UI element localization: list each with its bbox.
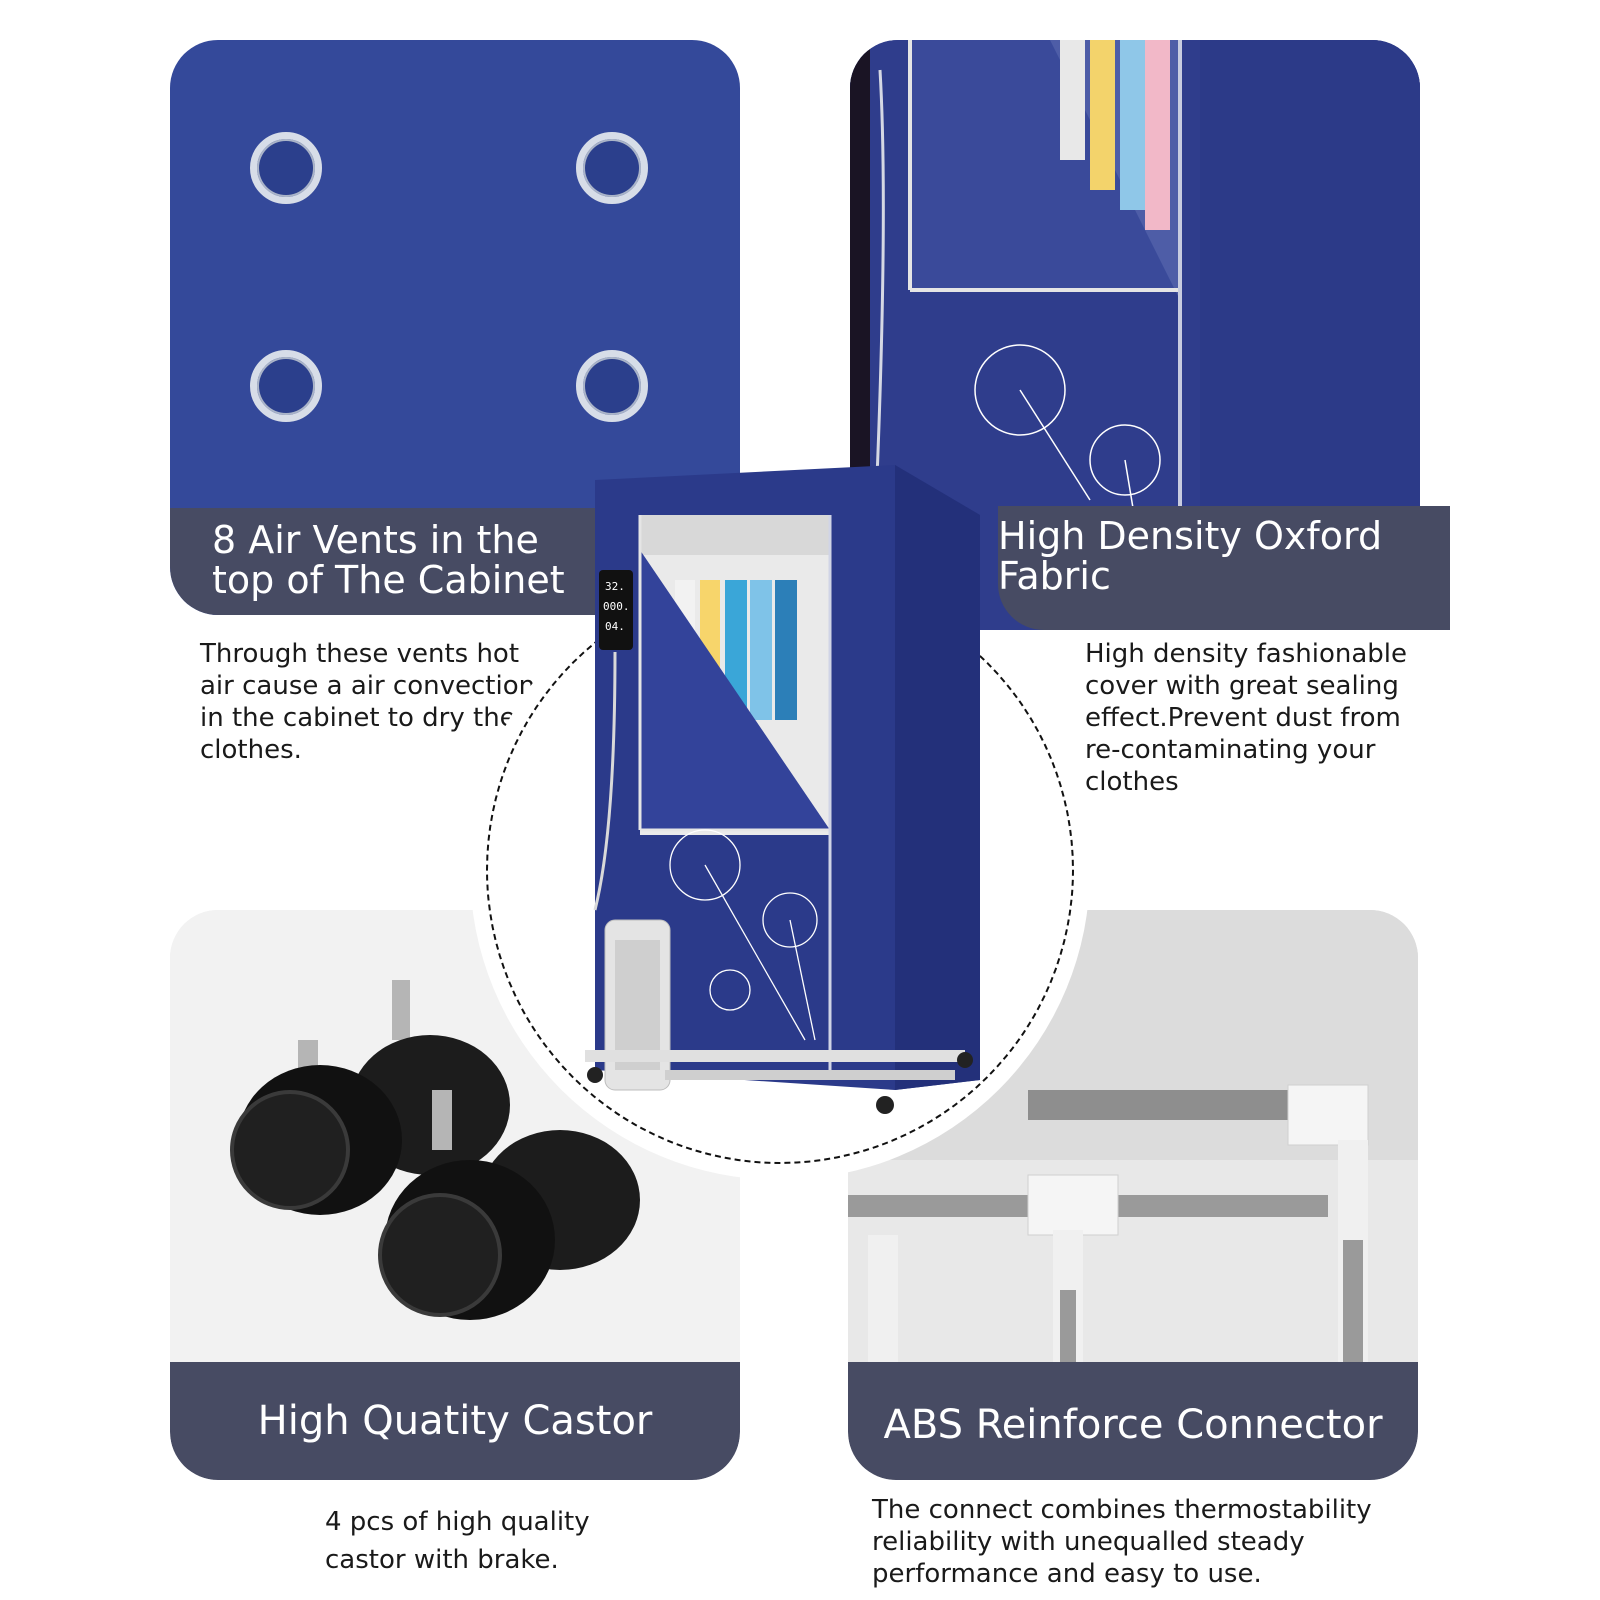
- air-vent-icon: [250, 132, 322, 204]
- connector-description: The connect combines thermostability rel…: [872, 1495, 1372, 1589]
- fabric-title-line2: Fabric: [998, 554, 1111, 598]
- vents-title-line1: 8 Air Vents in the: [212, 518, 539, 562]
- castor-description: 4 pcs of high quality castor with brake.: [325, 1507, 590, 1575]
- display-readout-line2: 000.: [603, 600, 630, 613]
- fabric-caption: High Density Oxford Fabric: [998, 506, 1450, 630]
- fabric-description: High density fashionable cover with grea…: [1085, 639, 1407, 797]
- vents-title-line2: top of The Cabinet: [212, 558, 565, 602]
- vents-description: Through these vents hot air cause a air …: [200, 639, 536, 765]
- dryer-cabinet-product: 32. 000. 04.: [585, 430, 995, 1150]
- castor-wheel-icon: [230, 980, 510, 1215]
- castor-wheel-icon: [378, 1090, 640, 1320]
- display-readout-line1: 32.: [605, 580, 625, 593]
- fabric-title-line1: High Density Oxford: [998, 514, 1383, 558]
- castor-caption: High Quatity Castor: [170, 1362, 740, 1480]
- air-vent-icon: [250, 350, 322, 422]
- display-readout-line3: 04.: [605, 620, 625, 633]
- air-vent-icon: [576, 132, 648, 204]
- connector-caption: ABS Reinforce Connector: [848, 1362, 1418, 1480]
- air-vent-icon: [576, 350, 648, 422]
